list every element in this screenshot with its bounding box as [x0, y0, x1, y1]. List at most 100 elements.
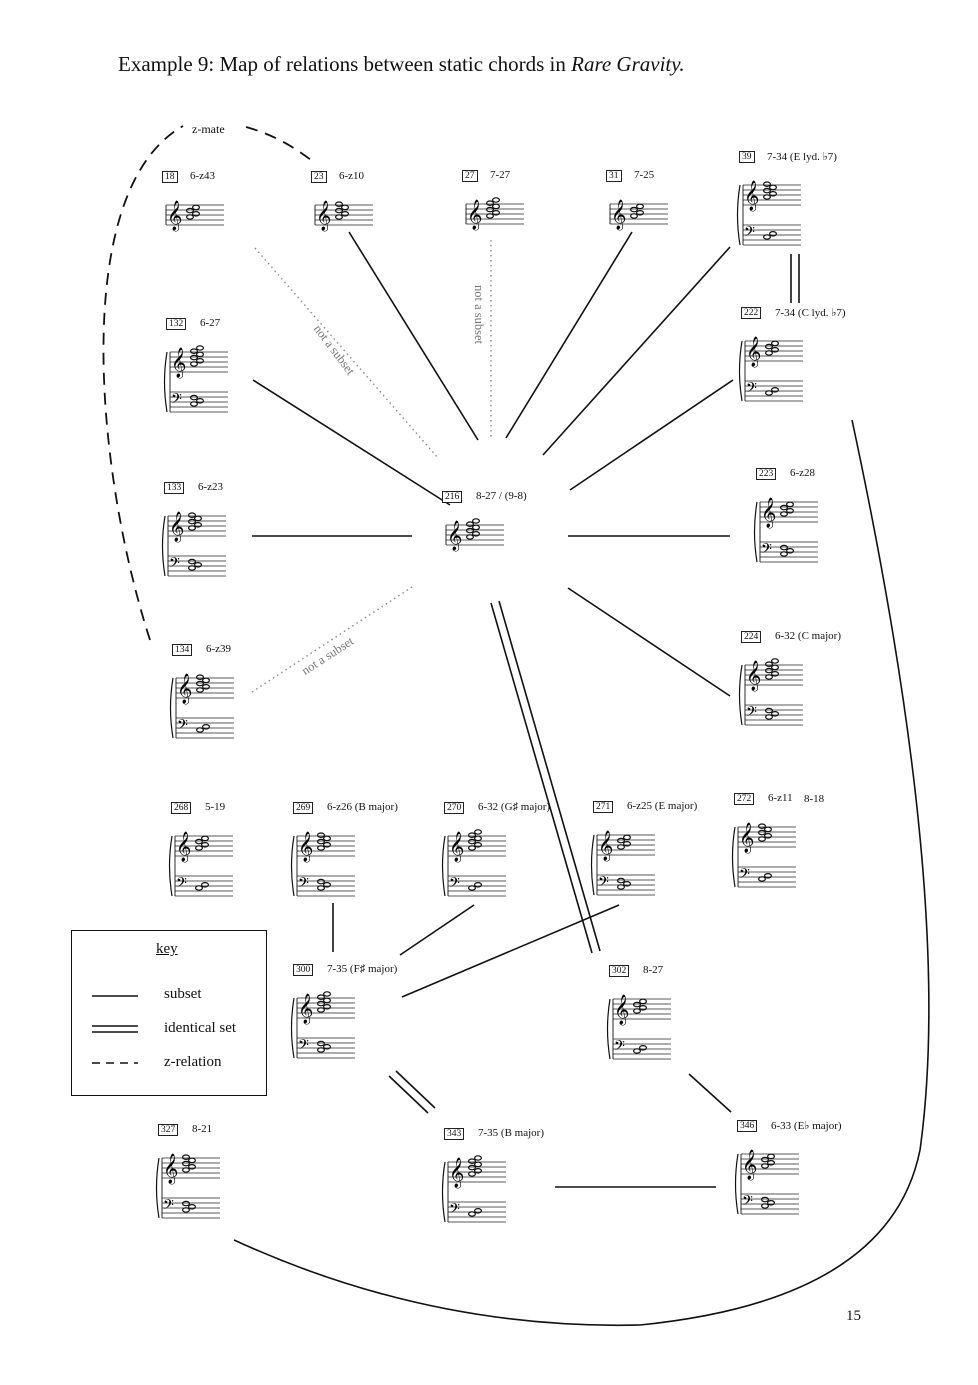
svg-text:𝄞: 𝄞: [742, 1149, 757, 1181]
legend-title: key: [156, 941, 178, 957]
staff-notation: 𝄞𝄢: [734, 1149, 799, 1215]
set-class-label: 6-z39: [206, 643, 232, 655]
staff-notation: 𝄞𝄢: [161, 511, 226, 577]
staff-notation: 𝄞𝄢: [738, 336, 803, 402]
legend-label-subset: subset: [164, 986, 202, 1002]
staff-notation: 𝄞𝄢: [738, 658, 803, 726]
set-class-label: 7-27: [490, 169, 511, 181]
chord-27: 27 7-27 𝄞: [462, 169, 564, 231]
staff-notation: 𝄞𝄢: [731, 822, 796, 888]
chord-number-box: 132: [166, 318, 187, 330]
svg-text:𝄢: 𝄢: [169, 555, 180, 575]
staff-notation: 𝄞: [314, 200, 373, 232]
svg-text:𝄞: 𝄞: [298, 831, 313, 863]
staff-notation: 𝄞𝄢: [441, 1155, 506, 1223]
svg-text:𝄞: 𝄞: [746, 660, 761, 692]
page-number: 15: [846, 1308, 861, 1324]
svg-text:𝄢: 𝄢: [742, 1193, 753, 1213]
set-class-label: 6-32 (C major): [775, 630, 841, 642]
chord-number-box: 134: [172, 644, 193, 656]
set-class-label: 6-z11: [768, 792, 793, 804]
svg-text:𝄢: 𝄢: [171, 391, 182, 411]
chord-number-box: 39: [739, 151, 755, 163]
chord-number-box: 346: [737, 1120, 758, 1132]
svg-text:𝄢: 𝄢: [739, 866, 750, 886]
set-class-label: 6-z23: [198, 481, 224, 493]
staff-notation: 𝄞𝄢: [753, 497, 818, 563]
svg-text:𝄞: 𝄞: [598, 830, 613, 862]
set-class-label: 6-z10: [339, 170, 365, 182]
svg-text:𝄞: 𝄞: [739, 822, 754, 854]
svg-text:𝄢: 𝄢: [614, 1038, 625, 1058]
svg-text:𝄢: 𝄢: [761, 541, 772, 561]
svg-text:𝄞: 𝄞: [176, 831, 191, 863]
set-class-label: 6-z28: [790, 467, 816, 479]
svg-text:𝄞: 𝄞: [449, 831, 464, 863]
staff-notation: 𝄞: [445, 518, 504, 552]
svg-text:𝄢: 𝄢: [163, 1197, 174, 1217]
chord-number-box: 223: [756, 468, 777, 480]
staff-notation: 𝄞𝄢: [163, 345, 228, 413]
staff-notation: 𝄞𝄢: [441, 829, 506, 897]
chord-number-box: 269: [293, 802, 314, 814]
legend-swatches: [92, 995, 138, 1064]
figure-title: Example 9: Map of relations between stat…: [118, 52, 685, 76]
chord-number-box: 27: [462, 170, 478, 182]
set-class-label: 6-33 (E♭ major): [771, 1120, 842, 1132]
set-class-label: 6-27: [200, 317, 221, 329]
legend-key: key subset identical set z-relation: [71, 930, 267, 1096]
set-class-label: 8-27 / (9-8): [476, 490, 527, 502]
svg-text:𝄢: 𝄢: [744, 224, 755, 244]
svg-text:𝄢: 𝄢: [298, 875, 309, 895]
svg-text:𝄢: 𝄢: [176, 875, 187, 895]
svg-text:𝄞: 𝄞: [171, 347, 186, 379]
svg-text:𝄞: 𝄞: [467, 199, 482, 231]
svg-text:𝄞: 𝄞: [298, 993, 313, 1025]
legend-label-identical: identical set: [164, 1020, 237, 1036]
svg-text:𝄢: 𝄢: [298, 1037, 309, 1057]
set-class-label: 7-35 (B major): [478, 1127, 544, 1139]
staff-notation: 𝄞𝄢: [168, 831, 233, 897]
svg-text:𝄢: 𝄢: [746, 380, 757, 400]
svg-text:𝄞: 𝄞: [611, 199, 626, 231]
chord-number-box: 268: [171, 802, 192, 814]
staff-notation: 𝄞𝄢: [290, 991, 355, 1059]
svg-text:𝄞: 𝄞: [449, 1157, 464, 1189]
staff-notation: 𝄞: [165, 200, 224, 232]
set-class-label: 8-21: [192, 1123, 213, 1135]
set-class-label: 6-32 (G♯ major): [478, 801, 551, 813]
set-class-label: 8-27: [643, 964, 664, 976]
set-class-label: 7-25: [634, 169, 655, 181]
chord-number-box: 224: [741, 631, 762, 643]
legend-label-zrelation: z-relation: [164, 1054, 222, 1070]
svg-text:𝄞: 𝄞: [761, 497, 776, 529]
z-mate-label: z-mate: [192, 122, 225, 136]
chord-number-box: 343: [444, 1128, 465, 1140]
staff-notation: 𝄞: [465, 197, 524, 231]
staff-notation: 𝄞: [609, 199, 668, 231]
set-class-label: 5-19: [205, 801, 226, 813]
not-subset-label-2: not a subset: [472, 285, 486, 345]
staff-notation: 𝄞𝄢: [736, 180, 801, 246]
svg-text:𝄞: 𝄞: [744, 180, 759, 212]
svg-text:𝄞: 𝄞: [614, 994, 629, 1026]
svg-text:𝄞: 𝄞: [163, 1153, 178, 1185]
set-class-label: 6-z43: [190, 170, 216, 182]
staff-notation: 𝄞𝄢: [155, 1153, 220, 1219]
staff-notation: 𝄞𝄢: [290, 831, 355, 897]
set-class-label: 7-34 (C lyd. ♭7): [775, 307, 846, 319]
chord-number-box: 270: [444, 802, 465, 814]
